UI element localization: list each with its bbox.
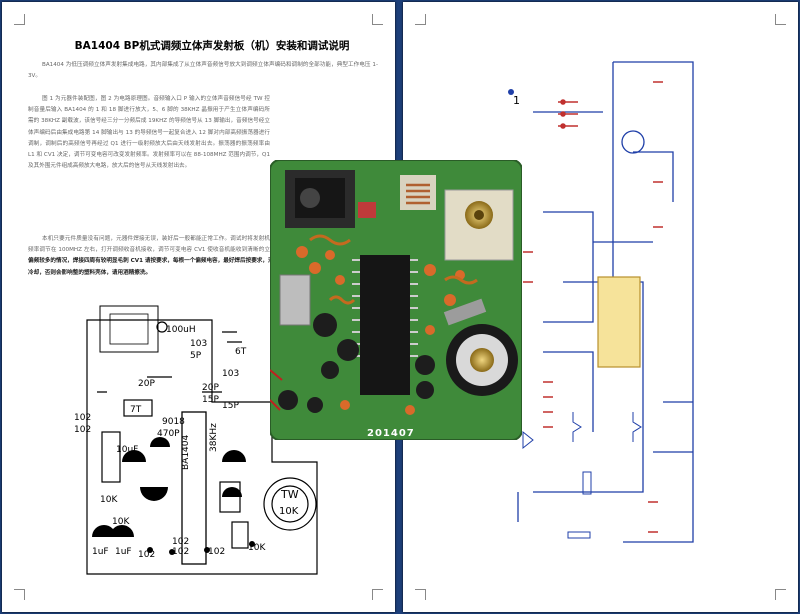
- figure-label: 102: [172, 547, 189, 557]
- crop-mark: [14, 14, 25, 25]
- paragraph-description: 图 1 为元器件装配图，图 2 为电路原理图。音频输入口 P 输入的立体声音频信…: [28, 96, 270, 170]
- figure-label: 102: [74, 425, 91, 435]
- figure-label: 10K: [100, 495, 118, 505]
- pcb-illustration: [269, 159, 523, 441]
- figure-label: 1uF: [92, 547, 109, 557]
- figure-label: 38KHz: [209, 423, 219, 452]
- figure-label: TW: [280, 488, 299, 501]
- figure-label: 102: [208, 547, 225, 557]
- figure-label: 102: [172, 537, 189, 547]
- paragraph-note: 冷却，否则会影响整的塑料壳体，请用酒精擦洗。: [28, 270, 152, 276]
- crop-mark: [415, 14, 426, 25]
- figure-label: 15P: [222, 401, 239, 411]
- figure-label: 102: [138, 550, 155, 560]
- document-title: BA1404 BP机式调频立体声发射板（机）安装和调试说明: [74, 40, 350, 52]
- figure-label: 10K: [248, 543, 266, 553]
- paragraph-warning: 偏频较多的情况，焊接四周有较明显毛刺 CV1 请按要求，每根一个偏频电容，最好焊…: [28, 258, 270, 264]
- crop-mark: [775, 589, 786, 600]
- figure-label: 20P: [202, 383, 219, 393]
- paragraph-adjustment: 本机只要元件质量没有问题，元器件焊接无误，装好后一般都能正常工作。调试时将发射机…: [28, 236, 270, 254]
- paragraph-intro: BA1404 为低压调频立体声发射集成电路，其内部集成了从立体声音频信号放大到调…: [28, 62, 378, 80]
- ic-chip-symbol: [597, 276, 641, 368]
- figure-label: 10uF: [116, 445, 138, 455]
- transistor-symbol: [621, 130, 645, 154]
- figure-label: 103: [222, 369, 239, 379]
- figure-label: BA1404: [181, 434, 191, 470]
- crop-mark: [415, 589, 426, 600]
- figure-label: 100uH: [166, 325, 196, 335]
- figure-label: 15P: [202, 395, 219, 405]
- pcb-board-photo: 201407: [269, 159, 523, 441]
- crop-mark: [372, 14, 383, 25]
- figure-label: 102: [74, 413, 91, 423]
- figure-label: 1uF: [115, 547, 132, 557]
- circuit-schematic: 1: [508, 61, 694, 543]
- figure-label: 6T: [235, 347, 247, 357]
- figure-label: 5P: [190, 351, 202, 361]
- figure-label: 10K: [279, 506, 299, 517]
- component-layout-figure: 100uH 103 5P 6T 20P 20P 15P 15P 103 7T 9…: [74, 305, 318, 575]
- figure-label: 10K: [112, 517, 130, 527]
- figure-label: 9018: [162, 417, 185, 427]
- schematic-label: 1: [513, 94, 520, 107]
- pcb-date-label: 201407: [367, 428, 415, 439]
- crop-mark: [372, 589, 383, 600]
- figure-label: 103: [190, 339, 207, 349]
- figure-label: 7T: [130, 405, 142, 415]
- figure-label: 470P: [157, 429, 180, 439]
- crop-mark: [14, 589, 25, 600]
- figure-label: 20P: [138, 379, 155, 389]
- crop-mark: [775, 14, 786, 25]
